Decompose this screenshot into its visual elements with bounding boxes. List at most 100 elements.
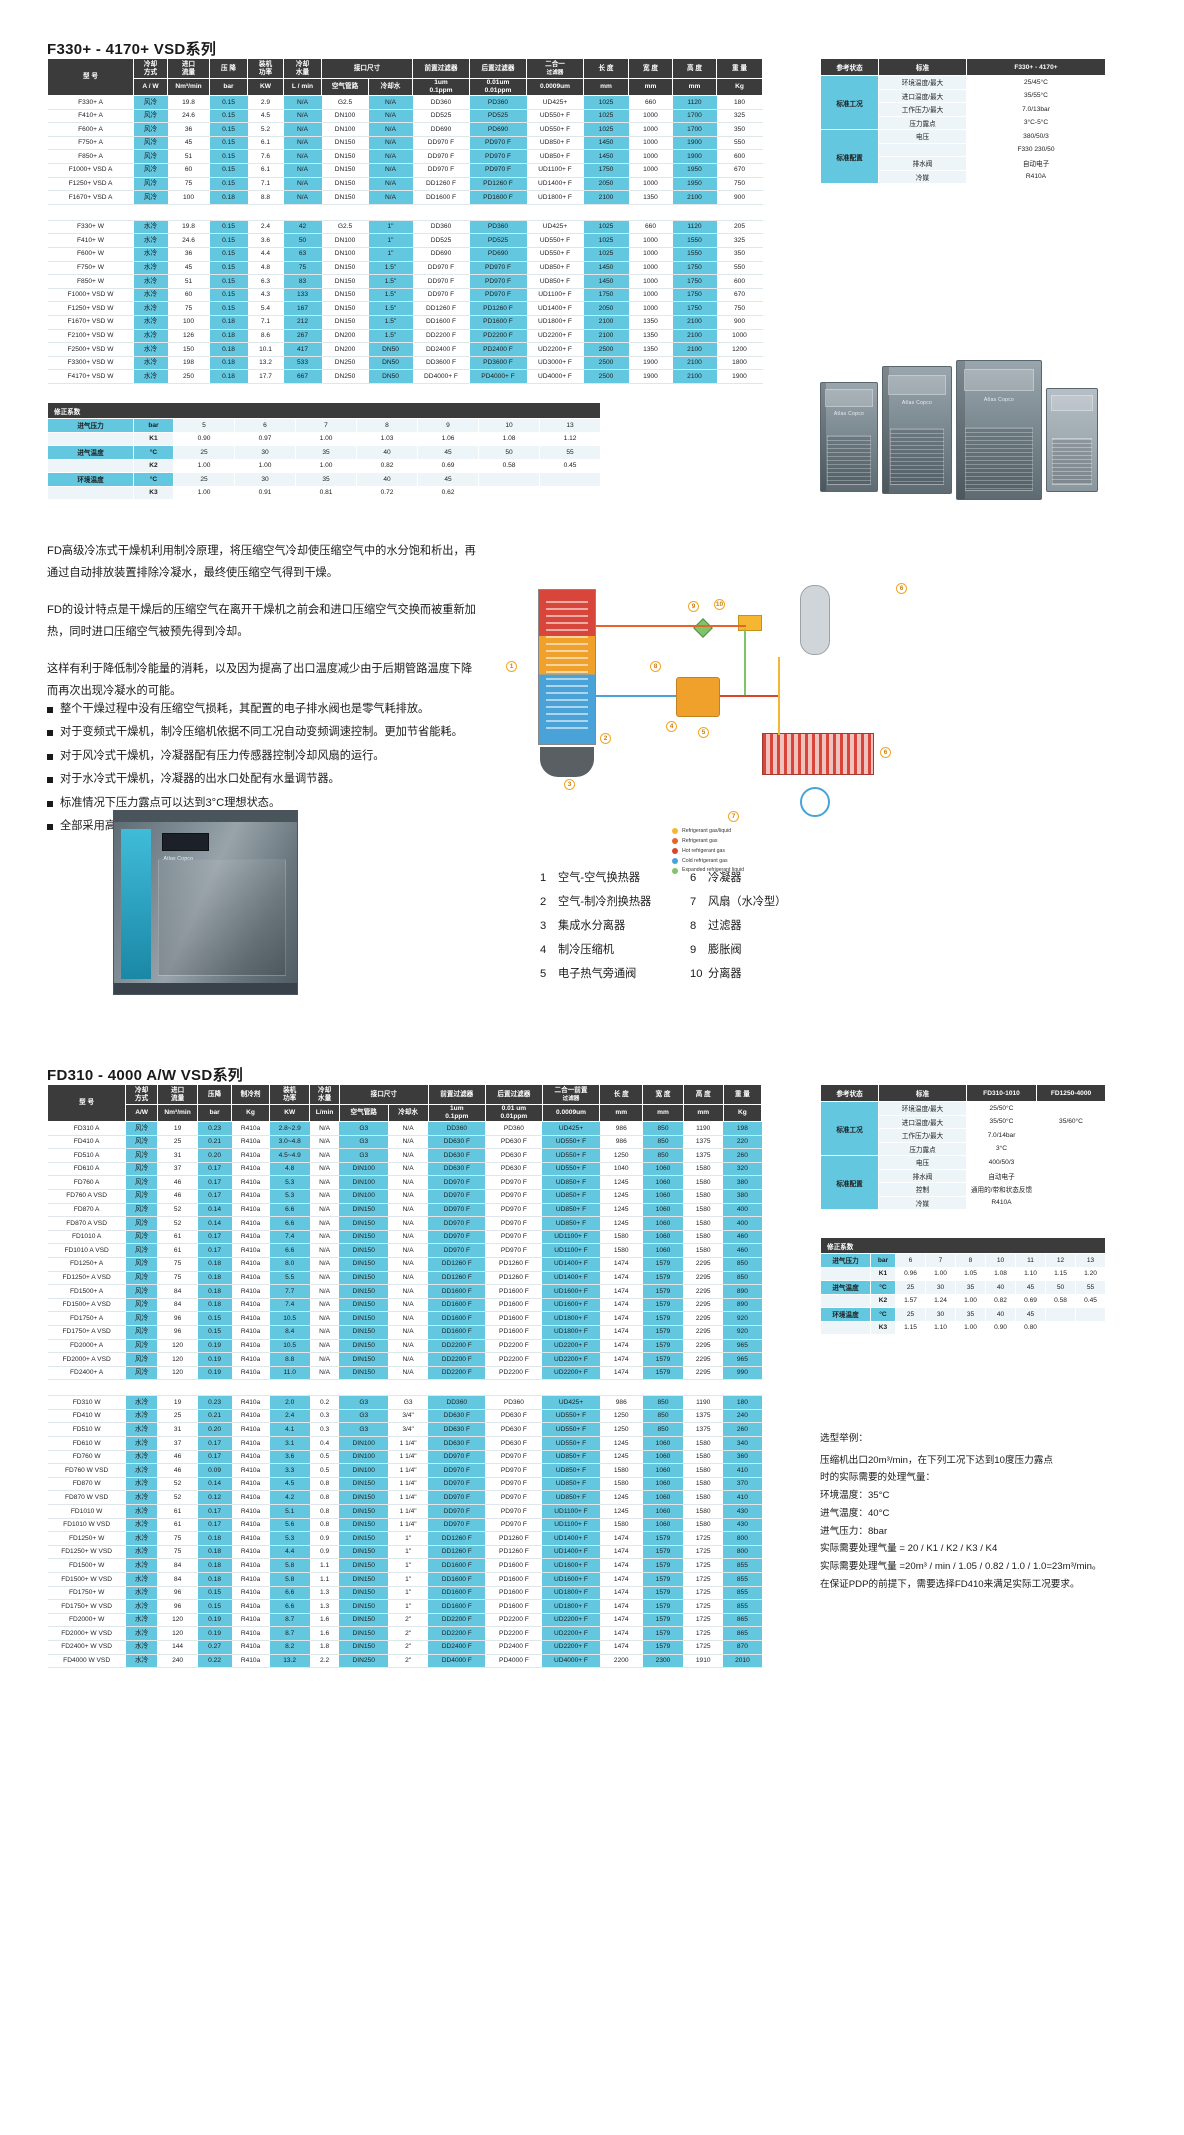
cell-value: 0.18	[209, 190, 248, 205]
cell-value: 1250	[599, 1408, 643, 1424]
cell-value: 1580	[683, 1188, 724, 1204]
th2-unit-aw: A/W	[125, 1104, 158, 1122]
photo-front-panel	[157, 858, 287, 976]
cell-value: 0.17	[197, 1436, 232, 1451]
cell-value: 1190	[683, 1121, 724, 1136]
correction-value: 0.91	[234, 485, 296, 500]
cell-value: 2500	[583, 369, 629, 384]
cell-value: DD525	[412, 233, 470, 248]
cell-model: FD1500+ A VSD	[47, 1297, 126, 1313]
section-2-title: FD310 - 4000 A/W VSD系列	[47, 1067, 244, 1084]
cell-value: 1120	[672, 95, 717, 110]
legend-number: 7	[690, 896, 697, 909]
cell-value: 2"	[388, 1626, 429, 1641]
cell-value: DD970 F	[428, 1202, 486, 1218]
correction-value: 40	[985, 1280, 1016, 1295]
reference-row: 排水阀自动电子	[821, 156, 1106, 171]
cell-value: UD550+ F	[542, 1161, 600, 1177]
cell-value: R410a	[231, 1558, 270, 1573]
correction-unit: °C	[870, 1307, 896, 1322]
cell-value: 8.7	[269, 1612, 310, 1628]
correction-value: 1.00	[173, 458, 235, 473]
th-unit-lmin: L / min	[283, 78, 322, 96]
cell-value: 1579	[642, 1599, 684, 1614]
correction-value: 0.80	[1015, 1320, 1046, 1335]
cell-value: 水冷	[133, 260, 168, 276]
cell-value: R410a	[231, 1352, 270, 1367]
cell-value: PD360	[469, 219, 527, 235]
cell-value: PD525	[469, 108, 527, 124]
cell-value: 水冷	[125, 1504, 158, 1519]
cell-value: 1579	[642, 1256, 684, 1272]
cell-value: DN150	[321, 301, 369, 316]
diagram-marker-1: 1	[506, 661, 517, 672]
cell-value: 198	[167, 355, 210, 371]
legend-number: 2	[540, 896, 547, 909]
cell-value: 风冷	[125, 1284, 158, 1299]
cell-value: 1580	[683, 1161, 724, 1177]
cell-value: 风冷	[125, 1216, 158, 1231]
cell-value: 0.17	[197, 1229, 232, 1245]
photo-blue-accent	[121, 829, 151, 980]
th-combo-filter-cn: 二合一过滤器	[526, 58, 584, 79]
cell-value: DN150	[321, 162, 369, 178]
cell-value: 1"	[388, 1544, 429, 1560]
cell-value: N/A	[283, 149, 322, 164]
cell-model: FD760 W	[47, 1449, 126, 1465]
correction-unit: °C	[133, 472, 174, 487]
cell-value: PD630 F	[485, 1408, 543, 1424]
cell-value: 1060	[642, 1476, 684, 1492]
cell-value: DN50	[368, 369, 413, 384]
th-unit-kw: KW	[247, 78, 284, 96]
cell-value: 900	[716, 314, 763, 330]
cell-value: 61	[157, 1517, 198, 1533]
cell-value: 风冷	[125, 1161, 158, 1177]
cell-value: UD1100+ F	[526, 162, 584, 178]
cell-value: DIN150	[339, 1216, 389, 1231]
cell-value: 460	[723, 1243, 762, 1258]
cell-value: 1375	[683, 1422, 724, 1438]
cell-value: N/A	[309, 1365, 340, 1381]
ref2-col-model-a: FD310-1010	[966, 1084, 1037, 1102]
cell-value: 0.2	[309, 1395, 340, 1410]
diagram-legend-row: Hot refrigerant gas	[672, 847, 744, 856]
correction-param-label: 进气温度	[47, 445, 134, 460]
legend-label: 风扇（水冷型）	[708, 896, 787, 909]
cell-value: PD2400 F	[485, 1639, 543, 1655]
correction-value: 1.12	[538, 431, 602, 446]
dryer-sideband	[883, 367, 890, 493]
cell-value: 1"	[388, 1558, 429, 1573]
cell-value: N/A	[388, 1297, 429, 1313]
reference-value: 380/50/3	[966, 129, 1106, 144]
cell-value: 13.2	[247, 355, 284, 371]
cell-value: 2.0	[269, 1395, 310, 1410]
cell-model: FD2000+ W	[47, 1612, 126, 1628]
cell-value: 1000	[628, 233, 673, 248]
cell-model: FD1500+ A	[47, 1284, 126, 1299]
feature-bullet: 标准情况下压力露点可以达到3°C理想状态。	[47, 792, 487, 814]
th2-unit-flow: Nm³/min	[156, 1104, 199, 1122]
correction-value: 0.69	[417, 458, 479, 473]
cell-model: F850+ W	[47, 274, 134, 289]
cell-value: 1"	[388, 1585, 429, 1601]
cell-value: DIN150	[339, 1338, 389, 1354]
cell-value: 965	[723, 1338, 762, 1354]
cell-value: N/A	[283, 95, 322, 110]
ref2-col-model-b: FD1250-4000	[1036, 1084, 1106, 1102]
cell-model: F600+ A	[47, 122, 134, 137]
cell-value: 0.15	[209, 135, 248, 151]
cell-model: F2100+ VSD W	[47, 328, 134, 344]
cell-value: 890	[723, 1284, 762, 1299]
cell-value: UD1800+ F	[542, 1324, 600, 1340]
cell-value: 600	[716, 274, 763, 289]
cell-value: 水冷	[125, 1476, 158, 1492]
cell-value: 1579	[642, 1572, 684, 1587]
cell-value: DD690	[412, 122, 470, 137]
cell-model: FD1250+ A	[47, 1256, 126, 1272]
